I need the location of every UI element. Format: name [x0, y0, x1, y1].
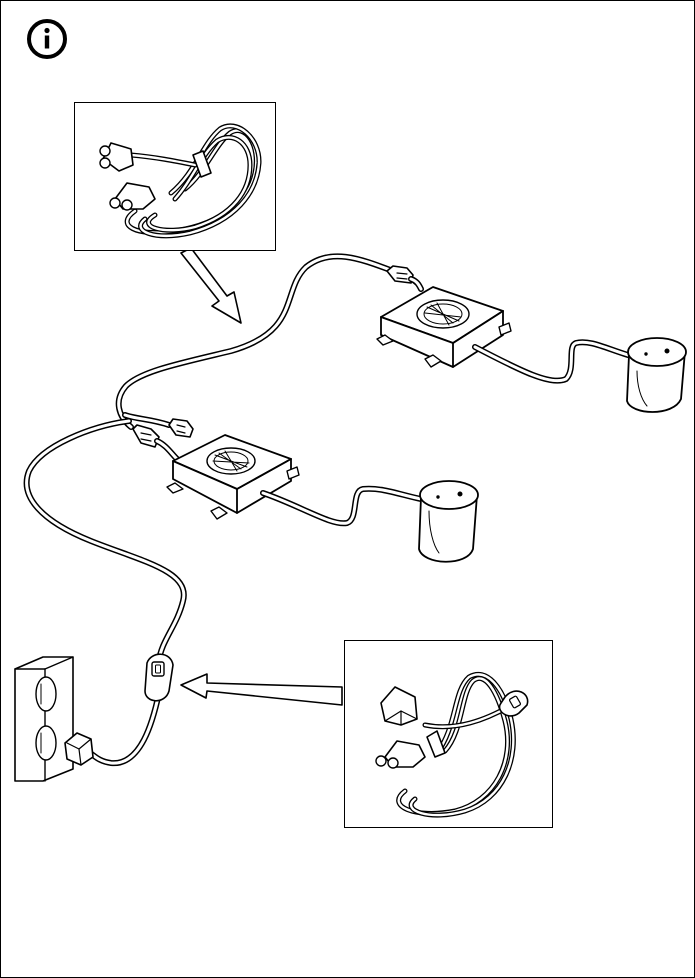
switch-cord-inset: [344, 640, 553, 828]
connector-plug-a: [169, 419, 193, 437]
led-cup-1: [627, 338, 686, 412]
main-cable: [119, 256, 393, 427]
wall-socket: [15, 657, 73, 781]
connector-plug-b: [133, 425, 159, 447]
coiled-cable-icon: [75, 103, 275, 250]
pointer-arrow-top: [181, 248, 241, 323]
inline-switch: [145, 654, 173, 701]
cup-cable-1: [475, 342, 635, 381]
coiled-cable-with-plug-icon: [345, 641, 552, 827]
pointer-arrow-bottom: [181, 674, 342, 705]
plug-cable: [86, 693, 159, 763]
led-cup-2: [419, 481, 478, 562]
switch-cable: [27, 421, 184, 661]
extension-cord-inset: [74, 102, 276, 251]
driver-box-2: [167, 435, 299, 519]
cup-cable-2: [263, 489, 421, 524]
